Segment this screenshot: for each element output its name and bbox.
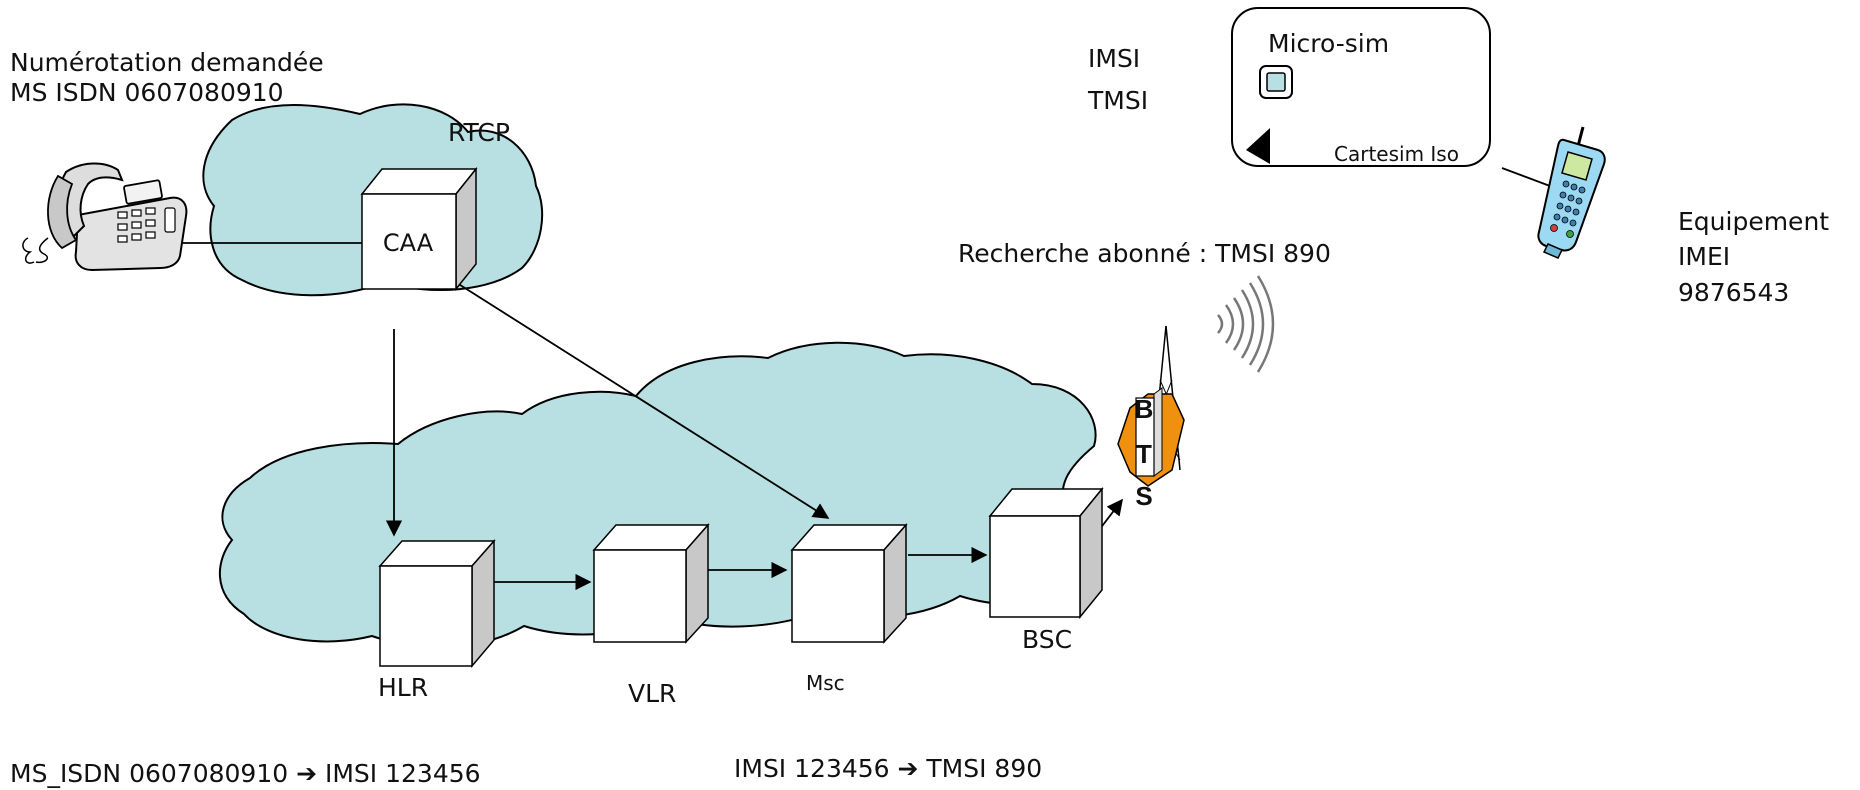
caa-switch-box: CAA — [360, 166, 478, 292]
imei-value: 9876543 — [1678, 278, 1789, 307]
tmsi-label: TMSI — [1087, 86, 1148, 115]
vlr-mapping-text: IMSI 123456 ➔ TMSI 890 — [734, 754, 1042, 783]
desk-phone-icon — [22, 162, 188, 272]
caa-label: CAA — [383, 229, 434, 257]
bsc-label: BSC — [1022, 625, 1072, 654]
bsc-box — [988, 486, 1104, 620]
imsi-label: IMSI — [1088, 44, 1140, 73]
bts-letter-b: B — [1135, 394, 1154, 424]
sim-card — [1231, 7, 1491, 167]
msc-label: Msc — [806, 671, 845, 695]
hlr-label: HLR — [378, 673, 428, 702]
sim-card-frame — [1231, 7, 1491, 167]
bts-letter-s: S — [1135, 481, 1152, 511]
paging-text: Recherche abonné : TMSI 890 — [958, 239, 1331, 268]
sim-chip-icon — [1259, 65, 1293, 99]
hlr-mapping-text: MS_ISDN 0607080910 ➔ IMSI 123456 — [10, 759, 481, 788]
radio-waves-icon — [1217, 275, 1275, 373]
dialed-number-value: MS ISDN 0607080910 — [10, 78, 284, 107]
equipment-label: Equipement — [1678, 207, 1829, 236]
hlr-box — [378, 539, 496, 669]
sim-notch — [1246, 128, 1270, 164]
sim-title: Micro-sim — [1268, 29, 1389, 58]
dialed-number-title: Numérotation demandée — [10, 48, 324, 77]
rtcp-label: RTCP — [448, 118, 510, 147]
imei-label: IMEI — [1678, 242, 1730, 271]
caa-to-msc-arrow — [456, 282, 830, 519]
vlr-box — [592, 523, 710, 644]
msc-box — [790, 523, 908, 644]
cellphone-icon — [1537, 126, 1606, 259]
bts-station: B T S — [1117, 325, 1185, 511]
sim-caption: Cartesim Iso — [1334, 142, 1459, 166]
vlr-label: VLR — [628, 679, 676, 708]
bts-letter-t: T — [1136, 439, 1152, 469]
